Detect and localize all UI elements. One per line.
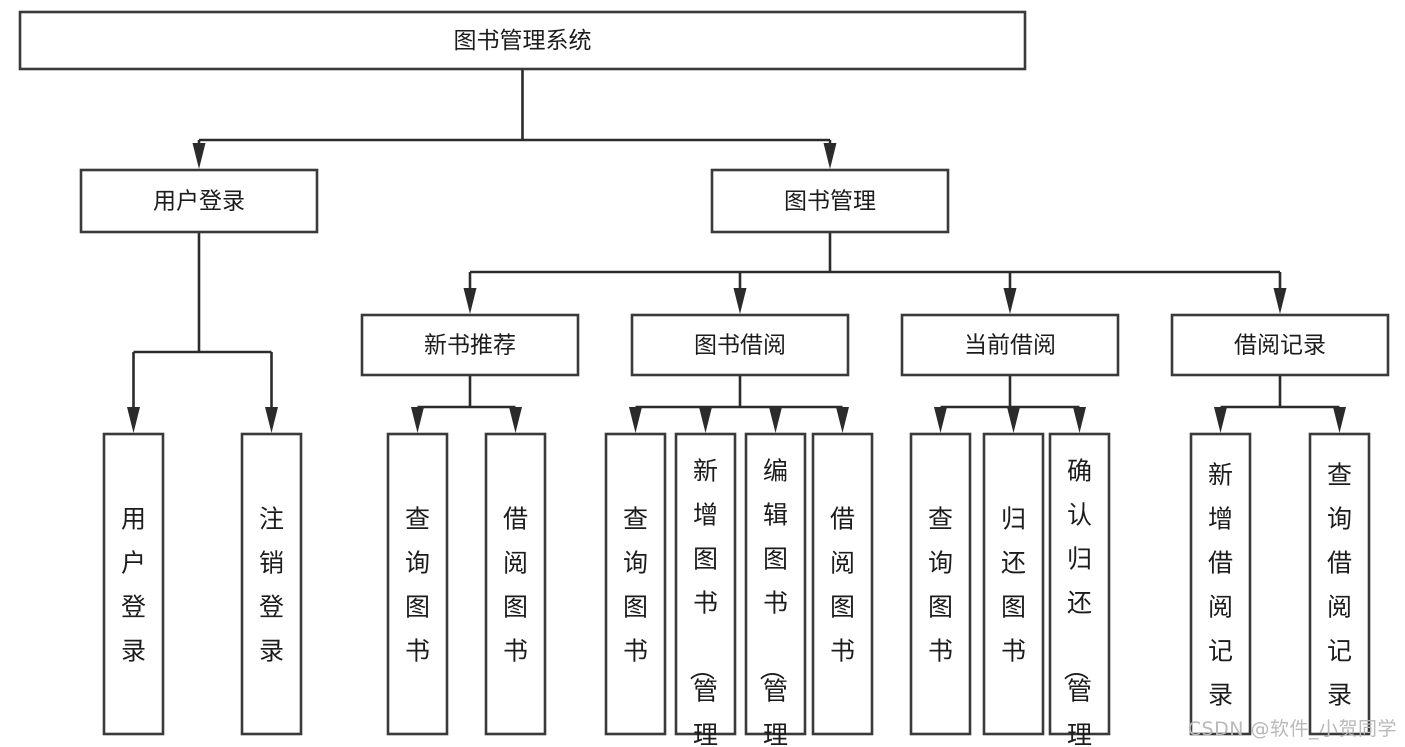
new-book-rec-to-leaves-arrow-1 bbox=[509, 407, 522, 433]
node-user-login[interactable]: 用户登录 bbox=[79, 168, 319, 234]
node-book-borrow[interactable]: 图书借阅 bbox=[630, 313, 850, 377]
node-label-vertical: 注销登录 bbox=[259, 505, 284, 666]
node-leaf-confirm-return[interactable]: 确认归还（管理员） bbox=[1048, 432, 1111, 747]
book-borrow-to-leaves-arrow-2 bbox=[769, 407, 782, 433]
user-login-to-leaves-arrow-1 bbox=[265, 407, 278, 433]
book-manage-to-level3-arrow-3 bbox=[1273, 288, 1287, 314]
node-leaf-user-login[interactable]: 用户登录 bbox=[102, 432, 165, 736]
node-leaf-edit-book[interactable]: 编辑图书（管理员） bbox=[744, 432, 807, 747]
book-manage-to-level3-arrow-0 bbox=[463, 288, 477, 314]
book-borrow-to-leaves-arrow-3 bbox=[836, 407, 849, 433]
node-label-vertical: 借阅图书 bbox=[830, 505, 855, 666]
current-borrow-to-leaves-arrow-1 bbox=[1007, 407, 1020, 433]
book-borrow-to-leaves-arrow-0 bbox=[629, 407, 642, 433]
node-leaf-query-book-3[interactable]: 查询图书 bbox=[909, 432, 972, 736]
root-to-level2-arrow-0 bbox=[192, 143, 206, 169]
node-label: 图书借阅 bbox=[694, 333, 786, 359]
node-current-borrow[interactable]: 当前借阅 bbox=[900, 313, 1120, 377]
node-leaf-add-book[interactable]: 新增图书（管理员） bbox=[674, 432, 737, 747]
node-borrow-record[interactable]: 借阅记录 bbox=[1170, 313, 1390, 377]
node-label-vertical: 确认归还（管理员） bbox=[1061, 457, 1092, 747]
connector-layer bbox=[127, 69, 1346, 433]
node-leaf-query-record[interactable]: 查询借阅记录 bbox=[1308, 432, 1371, 736]
node-label: 图书管理 bbox=[784, 189, 876, 215]
node-root-system[interactable]: 图书管理系统 bbox=[18, 10, 1027, 71]
node-label-vertical: 用户登录 bbox=[121, 505, 146, 666]
node-label: 借阅记录 bbox=[1234, 333, 1326, 359]
node-label-vertical: 借阅图书 bbox=[503, 505, 528, 666]
book-borrow-to-leaves-arrow-1 bbox=[699, 407, 712, 433]
node-label-vertical: 查询图书 bbox=[405, 505, 430, 666]
node-book-management[interactable]: 图书管理 bbox=[710, 168, 950, 234]
root-to-level2-arrow-1 bbox=[823, 143, 837, 169]
user-login-to-leaves-arrow-0 bbox=[127, 407, 140, 433]
node-leaf-return-book[interactable]: 归还图书 bbox=[982, 432, 1045, 736]
node-label-vertical: 查询借阅记录 bbox=[1327, 461, 1352, 710]
node-leaf-add-record[interactable]: 新增借阅记录 bbox=[1189, 432, 1252, 736]
current-borrow-to-leaves-arrow-0 bbox=[934, 407, 947, 433]
new-book-rec-to-leaves-arrow-0 bbox=[411, 407, 424, 433]
book-manage-to-level3-arrow-2 bbox=[1003, 288, 1017, 314]
node-leaf-user-logout[interactable]: 注销登录 bbox=[240, 432, 303, 736]
node-leaf-query-book-2[interactable]: 查询图书 bbox=[604, 432, 667, 736]
node-leaf-query-book-1[interactable]: 查询图书 bbox=[386, 432, 449, 736]
node-label-vertical: 查询图书 bbox=[928, 505, 953, 666]
current-borrow-to-leaves-arrow-2 bbox=[1073, 407, 1086, 433]
node-leaf-borrow-book-1[interactable]: 借阅图书 bbox=[484, 432, 547, 736]
borrow-record-to-leaves-arrow-0 bbox=[1214, 407, 1227, 433]
borrow-record-to-leaves-arrow-1 bbox=[1333, 407, 1346, 433]
node-label: 新书推荐 bbox=[424, 333, 516, 359]
node-label-vertical: 新增借阅记录 bbox=[1208, 461, 1233, 710]
node-label-vertical: 归还图书 bbox=[1001, 505, 1026, 666]
node-new-book-rec[interactable]: 新书推荐 bbox=[360, 313, 580, 377]
node-label: 当前借阅 bbox=[964, 333, 1056, 359]
node-label-vertical: 查询图书 bbox=[623, 505, 648, 666]
node-layer: 图书管理系统用户登录图书管理新书推荐图书借阅当前借阅借阅记录用户登录注销登录查询… bbox=[18, 10, 1390, 747]
node-label-vertical: 新增图书（管理员） bbox=[687, 457, 718, 747]
book-manage-to-level3-arrow-1 bbox=[733, 288, 747, 314]
node-label: 用户登录 bbox=[153, 189, 245, 215]
node-label-vertical: 编辑图书（管理员） bbox=[757, 457, 788, 747]
node-label: 图书管理系统 bbox=[454, 28, 592, 54]
node-leaf-borrow-book-2[interactable]: 借阅图书 bbox=[811, 432, 874, 736]
